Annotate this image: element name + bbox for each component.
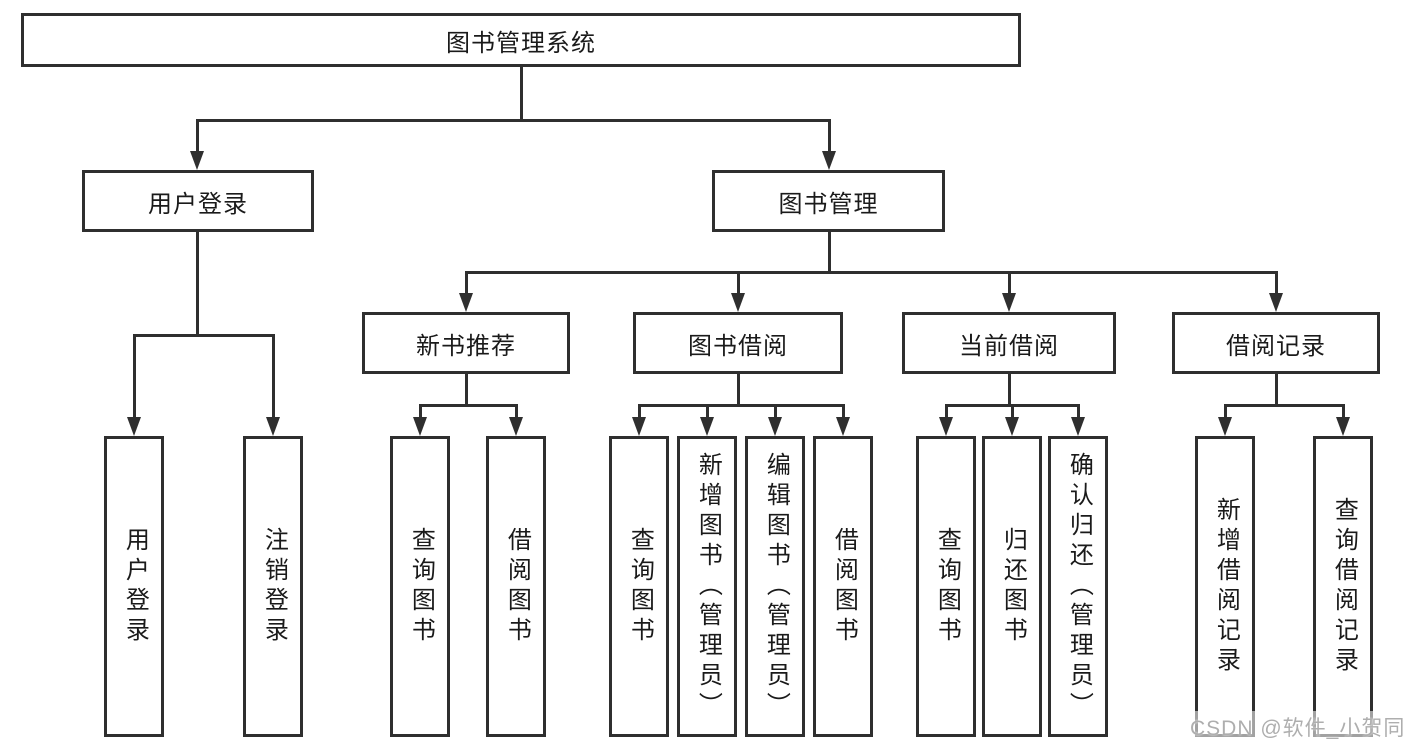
arrow-down-icon <box>1002 293 1016 312</box>
node-user-login: 用户登录 <box>82 170 314 232</box>
connector-line <box>465 271 1278 274</box>
connector-line <box>196 119 831 122</box>
arrow-down-icon <box>509 417 523 436</box>
arrow-down-icon <box>731 293 745 312</box>
leaf-user-login: 用户登录 <box>104 436 164 737</box>
connector-line <box>419 404 422 419</box>
arrow-down-icon <box>127 417 141 436</box>
arrow-down-icon <box>836 417 850 436</box>
leaf-confirm-return-admin: 确认归还（管理员） <box>1048 436 1108 737</box>
connector-line <box>272 334 275 419</box>
node-library-management-system: 图书管理系统 <box>21 13 1021 67</box>
leaf-borrow-books-borrowing: 借阅图书 <box>813 436 873 737</box>
connector-line <box>133 334 136 419</box>
connector-line <box>828 119 831 152</box>
arrow-down-icon <box>266 417 280 436</box>
arrow-down-icon <box>768 417 782 436</box>
connector-line <box>196 232 199 337</box>
arrow-down-icon <box>939 417 953 436</box>
connector-line <box>828 232 831 274</box>
connector-line <box>520 67 523 122</box>
node-book-borrowing: 图书借阅 <box>633 312 843 374</box>
connector-line <box>737 271 740 296</box>
connector-line <box>638 404 845 407</box>
connector-line <box>842 404 845 419</box>
connector-line <box>638 404 641 419</box>
connector-line <box>1275 374 1278 407</box>
connector-line <box>1275 271 1278 296</box>
node-new-book-recommendation: 新书推荐 <box>362 312 570 374</box>
connector-line <box>945 404 948 419</box>
watermark: CSDN @软件_小贺同学 <box>1185 711 1405 743</box>
connector-line <box>1224 404 1345 407</box>
leaf-query-books-recommend: 查询图书 <box>390 436 450 737</box>
leaf-return-books: 归还图书 <box>982 436 1042 737</box>
leaf-add-borrow-record: 新增借阅记录 <box>1195 436 1255 737</box>
arrow-down-icon <box>459 293 473 312</box>
arrow-down-icon <box>632 417 646 436</box>
leaf-logout: 注销登录 <box>243 436 303 737</box>
arrow-down-icon <box>1269 293 1283 312</box>
arrow-down-icon <box>822 151 836 170</box>
leaf-query-borrow-record: 查询借阅记录 <box>1313 436 1373 737</box>
connector-line <box>1342 404 1345 419</box>
connector-line <box>737 374 740 407</box>
connector-line <box>1224 404 1227 419</box>
node-current-borrowing: 当前借阅 <box>902 312 1116 374</box>
arrow-down-icon <box>700 417 714 436</box>
connector-line <box>515 404 518 419</box>
connector-line <box>465 271 468 296</box>
connector-line <box>196 119 199 152</box>
connector-line <box>1077 404 1080 419</box>
connector-line <box>1008 271 1011 296</box>
connector-line <box>133 334 275 337</box>
connector-line <box>1011 404 1014 419</box>
leaf-edit-books-admin: 编辑图书（管理员） <box>745 436 805 737</box>
arrow-down-icon <box>190 151 204 170</box>
connector-line <box>774 404 777 419</box>
arrow-down-icon <box>1336 417 1350 436</box>
connector-line <box>419 404 518 407</box>
arrow-down-icon <box>413 417 427 436</box>
connector-line <box>1008 374 1011 407</box>
leaf-query-books-current: 查询图书 <box>916 436 976 737</box>
connector-line <box>706 404 709 419</box>
leaf-query-books-borrowing: 查询图书 <box>609 436 669 737</box>
arrow-down-icon <box>1071 417 1085 436</box>
leaf-borrow-books-recommend: 借阅图书 <box>486 436 546 737</box>
node-book-management: 图书管理 <box>712 170 945 232</box>
arrow-down-icon <box>1005 417 1019 436</box>
connector-line <box>465 374 468 407</box>
leaf-add-books-admin: 新增图书（管理员） <box>677 436 737 737</box>
node-borrowing-records: 借阅记录 <box>1172 312 1380 374</box>
arrow-down-icon <box>1218 417 1232 436</box>
